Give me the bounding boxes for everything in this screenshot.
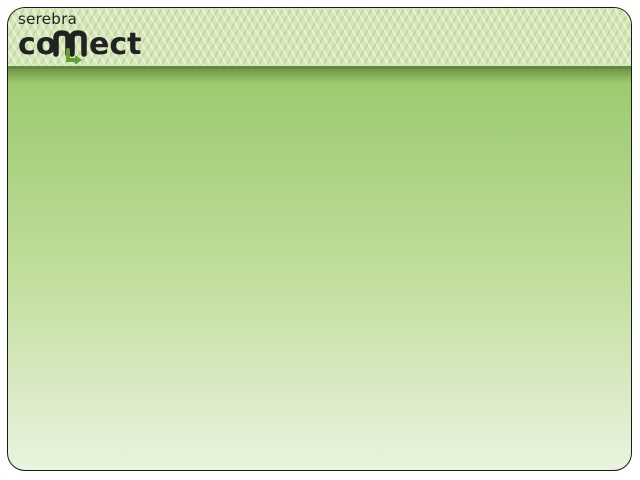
header-banner: serebra co ect xyxy=(8,8,631,66)
logo-word-part2: ect xyxy=(89,27,141,62)
logo-word-part1: co xyxy=(18,27,56,62)
header-shadow xyxy=(8,69,631,83)
logo-nn-arrow-icon xyxy=(53,30,87,64)
slide-frame: serebra co ect xyxy=(7,7,632,471)
logo-small-text: serebra xyxy=(18,10,78,28)
header-divider xyxy=(8,66,631,69)
serebra-connect-logo: serebra co ect xyxy=(18,10,168,64)
logo-wordmark: co ect xyxy=(18,27,141,64)
